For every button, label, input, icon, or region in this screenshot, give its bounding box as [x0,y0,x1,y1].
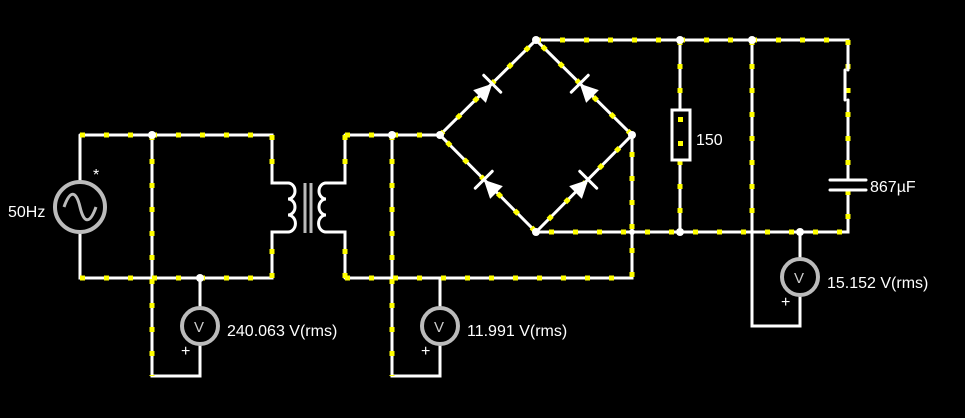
resistor[interactable]: 150 [670,108,723,162]
diode-bridge[interactable] [471,73,601,201]
voltmeter-reading: 11.991 V(rms) [467,323,567,340]
polarity-plus: + [421,343,430,360]
source-marker: * [93,167,99,184]
voltmeter-symbol: V [194,319,204,336]
ac-source[interactable]: 50Hz * [8,167,107,234]
switch[interactable] [843,60,850,110]
voltmeter-primary[interactable]: V + 240.063 V(rms) [180,306,337,360]
source-frequency-label: 50Hz [8,204,45,221]
polarity-plus: + [781,294,790,311]
resistor-value: 150 [696,132,723,149]
capacitor-value: 867µF [870,179,916,196]
voltmeter-reading: 15.152 V(rms) [827,275,928,292]
capacitor[interactable]: 867µF [828,178,916,196]
voltmeter-symbol: V [434,319,444,336]
voltmeter-secondary[interactable]: V + 11.991 V(rms) [420,306,567,360]
polarity-plus: + [181,343,190,360]
voltmeter-symbol: V [794,270,804,287]
transformer[interactable] [286,181,328,234]
junction-dots [148,36,804,282]
voltmeter-reading: 240.063 V(rms) [227,323,337,340]
diode-bottom-left [473,169,503,199]
voltmeter-output[interactable]: V + 15.152 V(rms) [780,257,928,311]
